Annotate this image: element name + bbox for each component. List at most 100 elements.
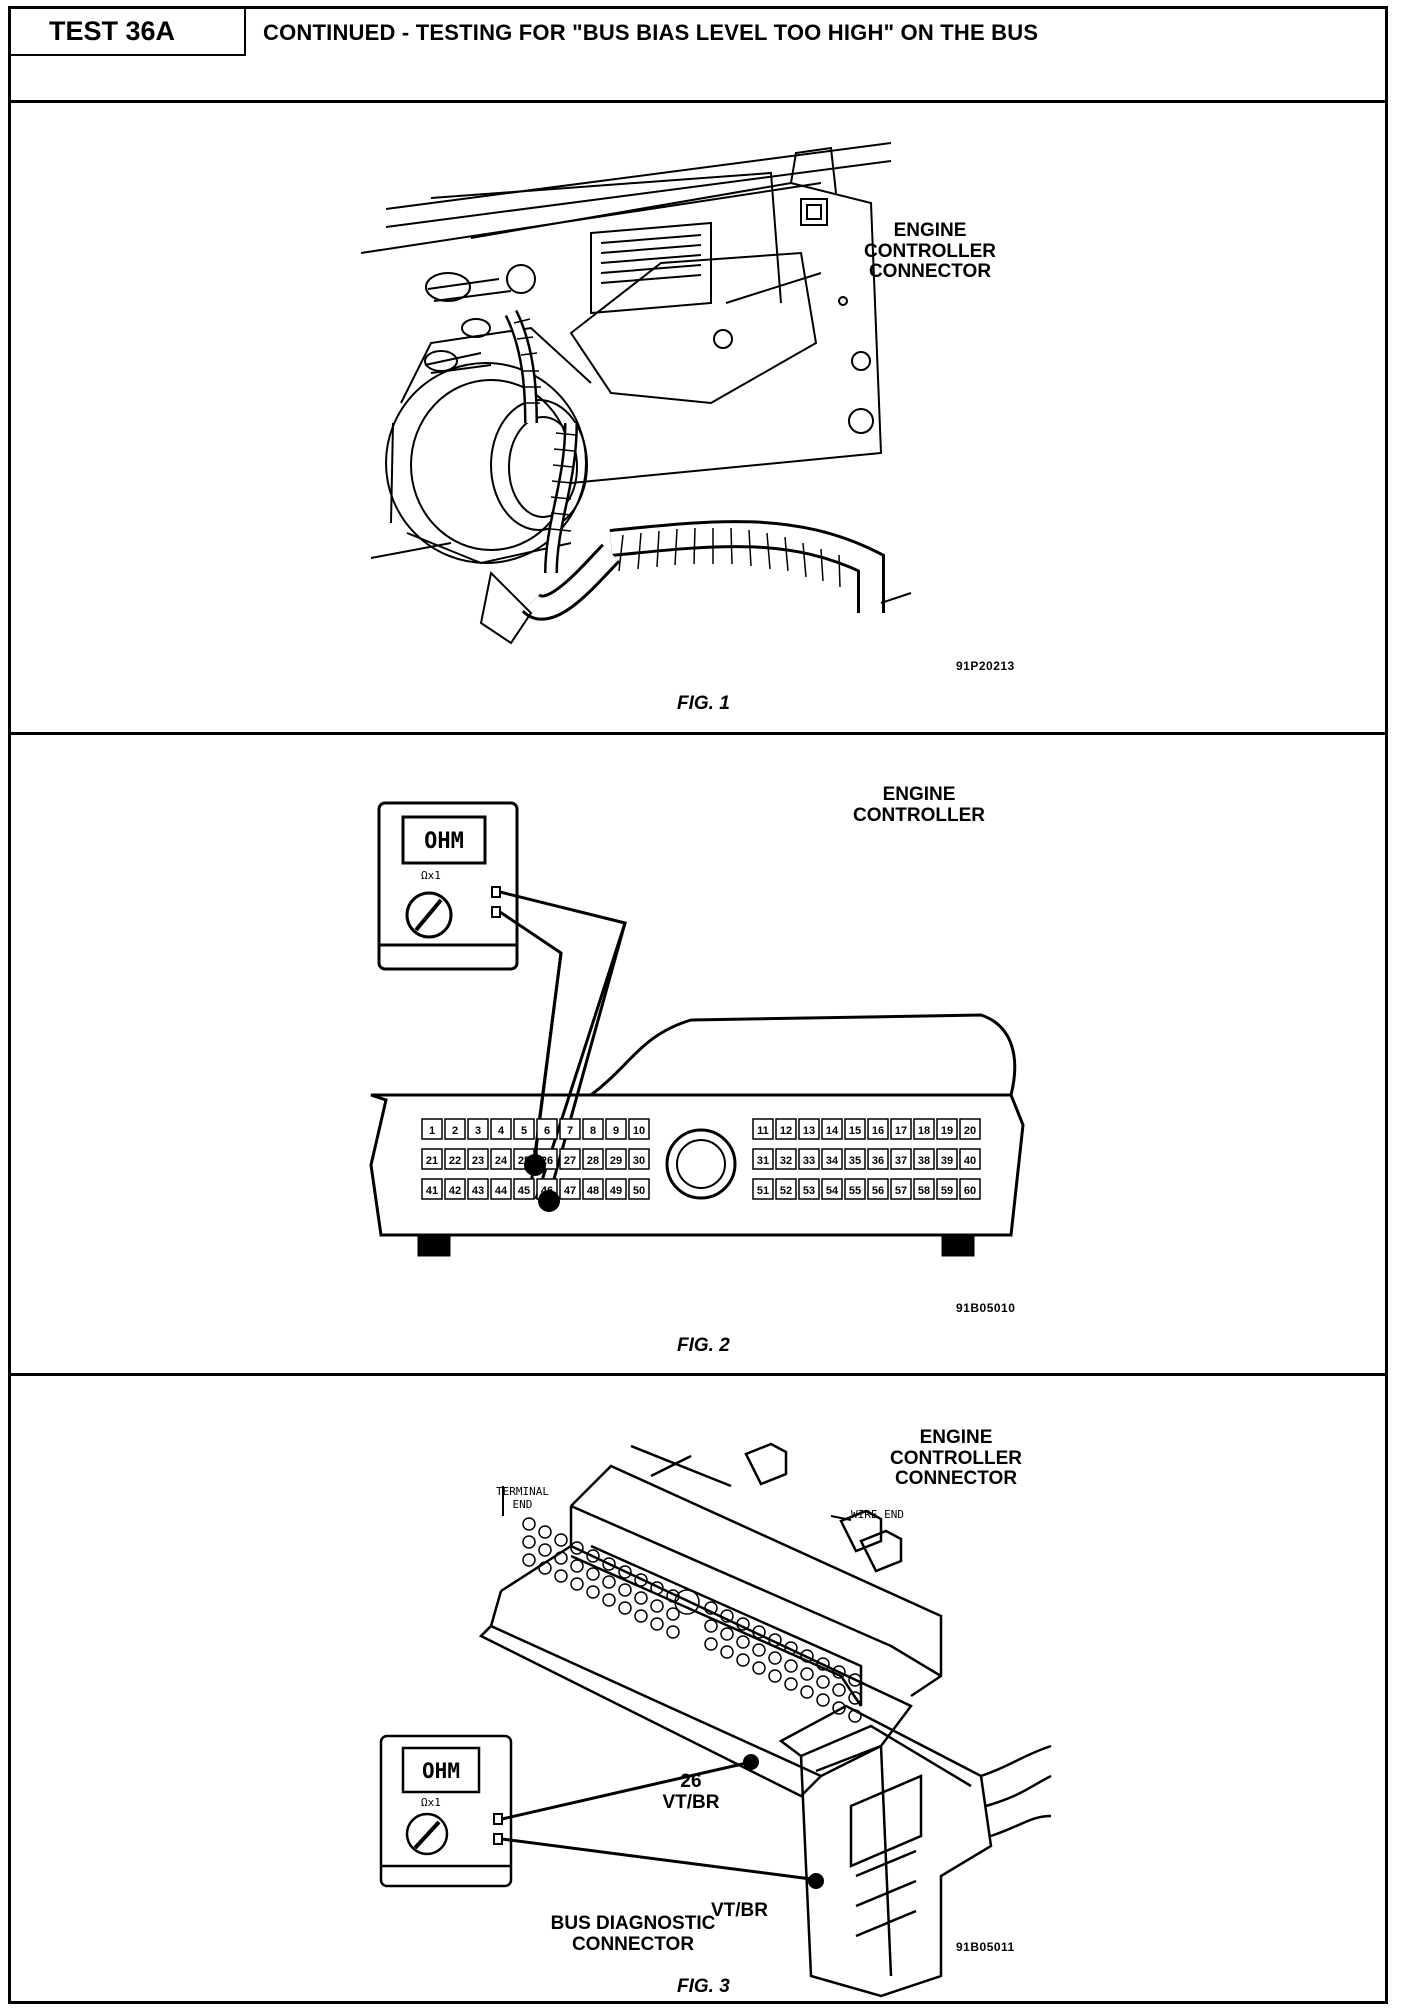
terminal-right	[848, 1673, 862, 1687]
terminal-left	[650, 1617, 664, 1631]
figure-3-caption: FIG. 3	[677, 1976, 730, 1997]
figure-2-caption: FIG. 2	[677, 1335, 730, 1356]
terminal-end-label: TERMINAL END	[496, 1485, 549, 1511]
vt-br-probe	[808, 1873, 824, 1889]
pin-label-9: 9	[613, 1125, 619, 1137]
terminal-left	[538, 1561, 552, 1575]
pin-11	[752, 1118, 774, 1140]
terminal-left	[522, 1535, 536, 1549]
terminal-26-probe	[743, 1754, 759, 1770]
figure-3-code: 91B05011	[956, 1940, 1015, 1954]
pin-24	[490, 1148, 512, 1170]
terminal-right	[816, 1675, 830, 1689]
terminal-left	[538, 1525, 552, 1539]
pin-9	[605, 1118, 627, 1140]
terminal-left	[570, 1559, 584, 1573]
terminal-left	[618, 1583, 632, 1597]
pin-label-23: 23	[472, 1155, 484, 1167]
pin-label-47: 47	[564, 1185, 576, 1197]
pin-label-29: 29	[610, 1155, 622, 1167]
terminal-right	[832, 1701, 846, 1715]
terminal-left	[602, 1575, 616, 1589]
pin-39	[936, 1148, 958, 1170]
pin-40	[959, 1148, 981, 1170]
pin-label-56: 56	[872, 1185, 884, 1197]
pin-label-35: 35	[849, 1155, 861, 1167]
pin-31	[752, 1148, 774, 1170]
figure-3-panel: OHM Ωx1 ENGINE CONTROLLER CONNECTOR TERM…	[11, 1376, 1385, 2001]
pin-57	[890, 1178, 912, 1200]
terminal-right	[752, 1643, 766, 1657]
ohmmeter	[377, 801, 519, 971]
terminal-right	[800, 1685, 814, 1699]
pin-label-1: 1	[429, 1125, 435, 1137]
pin-label-39: 39	[941, 1155, 953, 1167]
pin-label-8: 8	[590, 1125, 596, 1137]
pin-48	[582, 1178, 604, 1200]
vt-br-label: VT/BR	[711, 1900, 768, 1921]
terminal-right	[704, 1637, 718, 1651]
pin-36	[867, 1148, 889, 1170]
pin-label-24: 24	[495, 1155, 508, 1167]
pin-label-16: 16	[872, 1125, 884, 1137]
pin-label-49: 49	[610, 1185, 622, 1197]
pin-label-27: 27	[564, 1155, 576, 1167]
pin-38	[913, 1148, 935, 1170]
pin-label-38: 38	[918, 1155, 930, 1167]
pin-43	[467, 1178, 489, 1200]
pin-34	[821, 1148, 843, 1170]
pin-label-12: 12	[780, 1125, 792, 1137]
terminal-left	[618, 1565, 632, 1579]
pin-58	[913, 1178, 935, 1200]
terminal-left	[650, 1581, 664, 1595]
pin-26-label: 26 VT/BR	[662, 1771, 720, 1813]
pin-label-18: 18	[918, 1125, 930, 1137]
pin-53	[798, 1178, 820, 1200]
engine-controller-connector-label-3: ENGINE CONTROLLER CONNECTOR	[881, 1427, 1031, 1490]
pin-32	[775, 1148, 797, 1170]
pin-19	[936, 1118, 958, 1140]
pin-label-59: 59	[941, 1185, 953, 1197]
pin-54	[821, 1178, 843, 1200]
terminal-left	[538, 1543, 552, 1557]
terminal-left	[570, 1577, 584, 1591]
probe-point-26	[524, 1154, 546, 1176]
terminal-left	[666, 1607, 680, 1621]
pin-label-57: 57	[895, 1185, 907, 1197]
terminal-right	[704, 1601, 718, 1615]
terminal-left	[554, 1533, 568, 1547]
pin-1	[421, 1118, 443, 1140]
pin-42	[444, 1178, 466, 1200]
terminal-left	[586, 1585, 600, 1599]
pin-label-53: 53	[803, 1185, 815, 1197]
terminal-left	[602, 1557, 616, 1571]
terminal-right	[768, 1651, 782, 1665]
pin-56	[867, 1178, 889, 1200]
fig3-label-text: ENGINE CONTROLLER CONNECTOR	[890, 1427, 1022, 1490]
terminal-right	[832, 1683, 846, 1697]
pin-4	[490, 1118, 512, 1140]
pin-label-55: 55	[849, 1185, 861, 1197]
pin-label-60: 60	[964, 1185, 976, 1197]
pin-label-58: 58	[918, 1185, 930, 1197]
header: TEST 36A CONTINUED - TESTING FOR "BUS BI…	[11, 9, 1385, 103]
terminal-right	[768, 1633, 782, 1647]
pin-49	[605, 1178, 627, 1200]
test-title: CONTINUED - TESTING FOR "BUS BIAS LEVEL …	[263, 19, 1039, 45]
pin-27	[559, 1148, 581, 1170]
pin-29	[605, 1148, 627, 1170]
pin-21	[421, 1148, 443, 1170]
pin-52	[775, 1178, 797, 1200]
pin-18	[913, 1118, 935, 1140]
terminal-left	[650, 1599, 664, 1613]
pin-30	[628, 1148, 650, 1170]
pin-17	[890, 1118, 912, 1140]
terminal-left	[586, 1567, 600, 1581]
pin-label-37: 37	[895, 1155, 907, 1167]
terminal-left	[618, 1601, 632, 1615]
terminal-right	[832, 1665, 846, 1679]
pin-60	[959, 1178, 981, 1200]
pin-3	[467, 1118, 489, 1140]
figure-2-code: 91B05010	[956, 1301, 1016, 1315]
